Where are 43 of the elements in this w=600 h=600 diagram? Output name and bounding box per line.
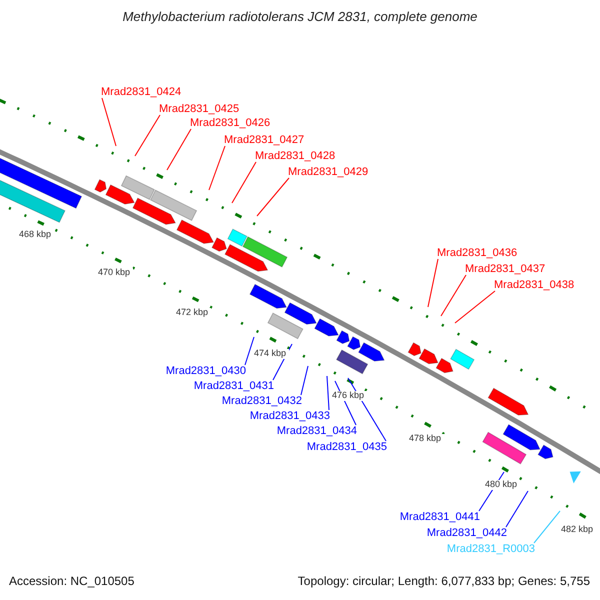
scale-label: 482 kbp bbox=[558, 525, 596, 535]
gene-label: Mrad2831_0424 bbox=[101, 86, 182, 98]
leader-line bbox=[454, 290, 496, 324]
gene-label: Mrad2831_0434 bbox=[276, 425, 357, 438]
leader-line bbox=[232, 162, 256, 204]
leader-line bbox=[326, 376, 330, 410]
gene-label: Mrad2831_0436 bbox=[437, 247, 518, 260]
scale-label: 474 kbp bbox=[251, 349, 289, 359]
leader-line bbox=[534, 510, 560, 544]
leader-line bbox=[134, 114, 160, 156]
scale-label: 470 kbp bbox=[95, 268, 133, 278]
leader-line bbox=[300, 366, 308, 396]
leader-line bbox=[102, 98, 116, 146]
gene-label: Mrad2831_0442 bbox=[426, 527, 507, 540]
scale-label: 478 kbp bbox=[406, 434, 444, 444]
leader-line bbox=[428, 258, 438, 308]
gene-label: Mrad2831_0433 bbox=[250, 410, 330, 422]
leader-line bbox=[208, 146, 226, 190]
scale-label: 476 kbp bbox=[329, 391, 367, 401]
gene-label: Mrad2831_0438 bbox=[494, 279, 574, 292]
gene-label: Mrad2831_0428 bbox=[255, 150, 336, 162]
leader-line bbox=[440, 274, 466, 316]
leader-line bbox=[166, 128, 192, 170]
gene-label: Mrad2831_0425 bbox=[159, 103, 240, 116]
title: Methylobacterium radiotolerans JCM 2831, complete genome bbox=[122, 10, 478, 24]
gene-label: Mrad2831_0430 bbox=[166, 365, 246, 378]
scale-label: 468 kbp bbox=[16, 230, 54, 240]
leader-line bbox=[256, 178, 290, 216]
gene-label: Mrad2831_0427 bbox=[224, 134, 304, 146]
gene-label: Mrad2831_0431 bbox=[194, 380, 274, 392]
scale-label: 472 kbp bbox=[173, 308, 211, 318]
scale-label: 480 kbp bbox=[482, 480, 520, 490]
gene-label: Mrad2831_0435 bbox=[306, 441, 387, 454]
gene-label: Mrad2831_0429 bbox=[288, 166, 368, 178]
gene-label: Mrad2831_0437 bbox=[465, 263, 546, 276]
gene-label: Mrad2831_0432 bbox=[222, 395, 302, 408]
gene-label: Mrad2831_0426 bbox=[190, 117, 270, 130]
leader-line bbox=[506, 490, 528, 528]
gene-label: Mrad2831_R0003 bbox=[446, 543, 535, 556]
leader-line bbox=[244, 336, 254, 366]
accession-text: Accession: NC_010505 bbox=[9, 575, 134, 588]
genome-info-text: Topology: circular; Length: 6,077,833 bp; Genes: 5,755 bbox=[298, 575, 590, 588]
gene-label: Mrad2831_0441 bbox=[400, 511, 480, 524]
